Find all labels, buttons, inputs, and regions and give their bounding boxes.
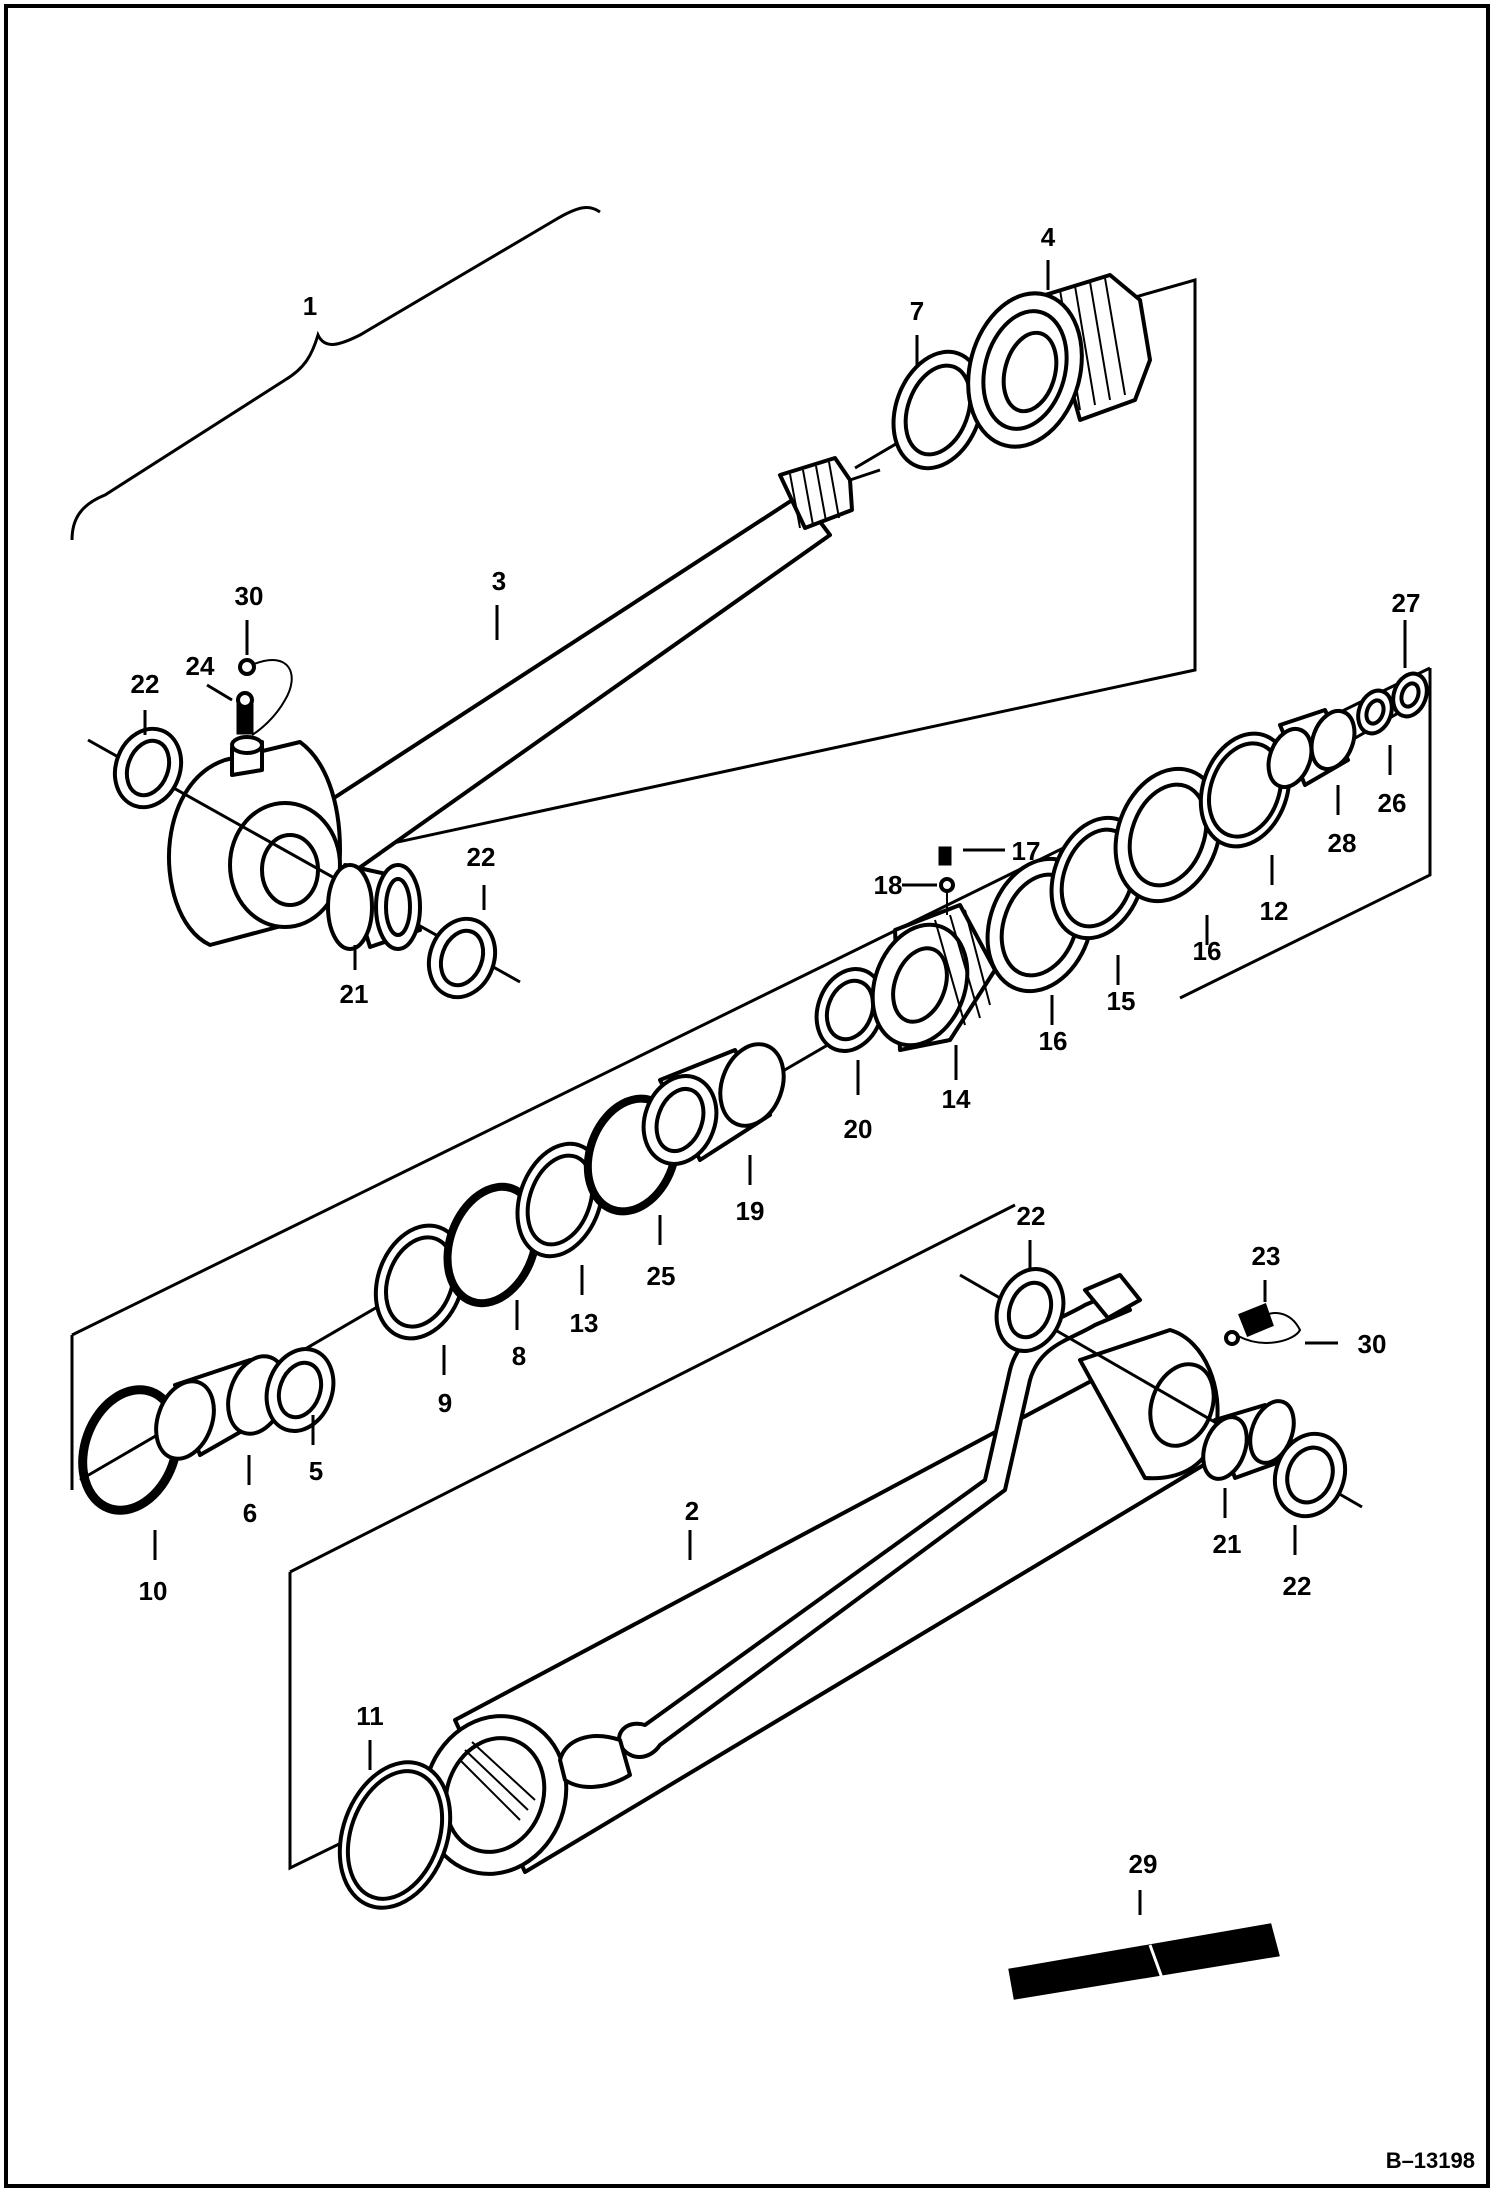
callout-15: 15 xyxy=(1107,986,1136,1016)
bushing-21-barrel xyxy=(1201,1399,1296,1481)
callout-16-inner: 16 xyxy=(1039,1026,1068,1056)
callout-20: 20 xyxy=(844,1114,873,1144)
callout-22-rod-left: 22 xyxy=(131,669,160,699)
callout-5: 5 xyxy=(309,1456,323,1486)
callout-4: 4 xyxy=(1041,222,1056,252)
seal-22-rod-eye-right xyxy=(426,916,498,1000)
decal-29 xyxy=(1008,1923,1280,2000)
callout-22-rod-right: 22 xyxy=(467,842,496,872)
callout-17: 17 xyxy=(1012,836,1041,866)
callout-9: 9 xyxy=(438,1388,452,1418)
callout-8: 8 xyxy=(512,1341,526,1371)
callout-2: 2 xyxy=(685,1496,699,1526)
ring-8 xyxy=(443,1182,541,1308)
o-ring-11 xyxy=(337,1760,453,1910)
callout-13: 13 xyxy=(570,1308,599,1338)
ball-18 xyxy=(939,877,955,915)
callout-12: 12 xyxy=(1260,896,1289,926)
callout-18: 18 xyxy=(874,870,903,900)
callout-27: 27 xyxy=(1392,588,1421,618)
callout-21-rod: 21 xyxy=(340,979,369,1009)
callout-25: 25 xyxy=(647,1261,676,1291)
callout-19: 19 xyxy=(736,1196,765,1226)
bushing-6 xyxy=(154,1354,288,1461)
piston-14 xyxy=(870,903,997,1052)
cap-30-top xyxy=(238,658,293,736)
callout-30-barrel: 30 xyxy=(1358,1329,1387,1359)
callout-1: 1 xyxy=(303,291,317,321)
seal-10 xyxy=(78,1385,182,1515)
callout-7: 7 xyxy=(910,296,924,326)
ring-27 xyxy=(1391,671,1429,719)
grease-fitting-24 xyxy=(236,691,254,735)
grease-fitting-23 xyxy=(1224,1303,1302,1346)
callout-23: 23 xyxy=(1252,1241,1281,1271)
callout-22-barrel-top: 22 xyxy=(1017,1201,1046,1231)
spacer-19 xyxy=(641,1042,786,1166)
ring-20 xyxy=(814,967,886,1053)
rod-eye xyxy=(167,735,342,947)
callout-24: 24 xyxy=(186,651,215,681)
wiper-7 xyxy=(891,349,985,471)
seal-22-rod-eye-left xyxy=(112,726,184,810)
seal-22-barrel-top xyxy=(994,1267,1066,1353)
callout-30-top: 30 xyxy=(235,581,264,611)
ring-13 xyxy=(515,1141,605,1259)
bushing-21-rod-eye xyxy=(326,863,422,951)
callout-29: 29 xyxy=(1129,1849,1158,1879)
callout-21-barrel: 21 xyxy=(1213,1529,1242,1559)
callout-14: 14 xyxy=(942,1084,971,1114)
callout-11: 11 xyxy=(356,1701,384,1731)
gland-4 xyxy=(966,273,1152,449)
set-screw-17 xyxy=(938,846,952,866)
callout-6: 6 xyxy=(243,1498,257,1528)
callout-10: 10 xyxy=(139,1576,168,1606)
callout-3: 3 xyxy=(492,566,506,596)
wear-ring-5 xyxy=(264,1347,336,1433)
callout-28: 28 xyxy=(1328,828,1357,858)
reference-number: B–13198 xyxy=(1386,2148,1475,2173)
callout-16-outer: 16 xyxy=(1193,936,1222,966)
assembly-brace xyxy=(70,206,601,541)
ring-16-outer xyxy=(1113,766,1223,904)
seal-22-barrel-right xyxy=(1272,1431,1348,1519)
rod-group-outline xyxy=(304,278,1197,864)
bushing-28 xyxy=(1266,708,1357,790)
ring-26 xyxy=(1356,688,1394,736)
callout-22-barrel-right: 22 xyxy=(1283,1571,1312,1601)
callout-26: 26 xyxy=(1378,788,1407,818)
piston-rod xyxy=(298,456,881,887)
hydraulic-tube xyxy=(558,1273,1142,1789)
leader-lines xyxy=(143,260,1407,1915)
